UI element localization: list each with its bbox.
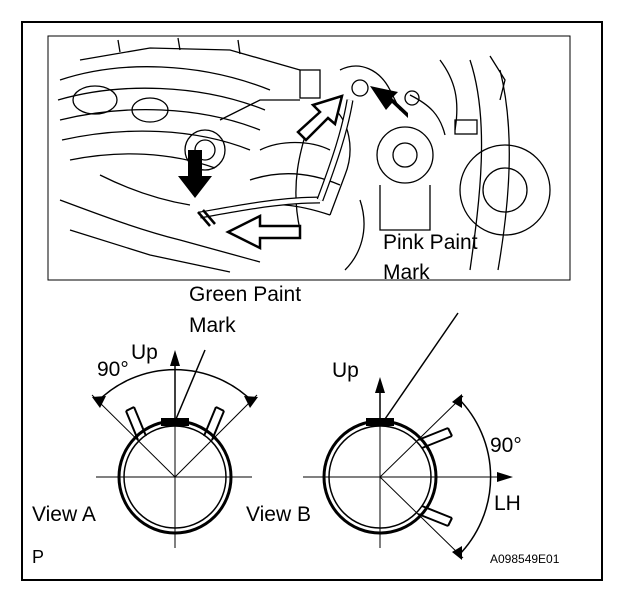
figure-id: A098549E01 <box>490 552 560 566</box>
view-a-up-arrowhead <box>170 350 180 366</box>
pink-paint-mark-label-line2: Mark <box>383 261 430 284</box>
engine-bay-illustration <box>47 35 571 281</box>
view-b-up-arrowhead <box>375 377 385 393</box>
view-b-angle-label: 90° <box>490 434 522 457</box>
view-b-up-label: Up <box>332 359 359 382</box>
arrow-hollow-pink-mark <box>296 94 344 142</box>
view-b-label: View B <box>246 503 311 526</box>
view-b-leader-line <box>384 312 459 420</box>
corner-label: P <box>32 547 44 567</box>
green-paint-mark-label-line1: Green Paint <box>189 283 301 306</box>
green-paint-mark-label-line2: Mark <box>189 314 236 337</box>
view-a-angle-label: 90° <box>97 358 129 381</box>
view-a-leader-line <box>175 349 206 420</box>
view-a-label: View A <box>32 503 96 526</box>
view-b-paint-mark <box>366 418 394 426</box>
pink-paint-mark-label-line1: Pink Paint <box>383 231 478 254</box>
view-b-arc-arrow-top <box>452 394 462 408</box>
view-a-arc-arrow-right <box>244 396 258 408</box>
illustration-border <box>47 35 571 281</box>
view-a-paint-mark <box>161 418 189 426</box>
view-b-lh-arrowhead <box>497 472 513 482</box>
view-b-arc-arrow-bottom <box>452 546 462 560</box>
arrow-hollow-green-mark <box>225 213 302 251</box>
view-a-arc-arrow-left <box>92 396 106 408</box>
view-b-lh-label: LH <box>494 492 521 515</box>
view-a-up-label: Up <box>131 341 158 364</box>
arrow-black-right <box>370 86 408 118</box>
arrow-black-left <box>178 150 212 198</box>
